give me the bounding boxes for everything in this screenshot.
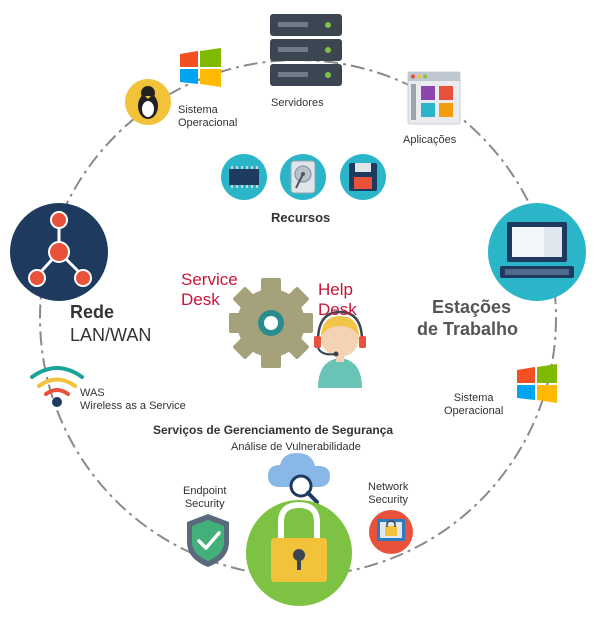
hard-drive-icon (280, 154, 326, 200)
workstations-line2: de Trabalho (417, 318, 519, 339)
wifi-icon (30, 366, 84, 407)
help-desk-line1: Help (318, 280, 353, 299)
help-desk-agent-icon (314, 310, 366, 388)
network-security-icon (369, 510, 413, 554)
endpoint-label-line1: Endpoint (183, 485, 227, 497)
workstation-computer-icon (488, 203, 586, 301)
workstations-label: Estações de Trabalho (417, 297, 518, 340)
network-sec-label-line2: Security (368, 494, 409, 507)
resources-label: Recursos (271, 210, 331, 225)
os-top-label-line1: Sistema (178, 104, 218, 116)
service-desk-label: Service Desk (181, 270, 238, 309)
network-security-label: Network Security (368, 481, 408, 507)
network-sec-label-line1: Network (368, 481, 409, 493)
network-lan-wan-icon (10, 203, 108, 301)
memory-chip-icon (221, 154, 267, 200)
applications-window-icon (407, 71, 461, 125)
service-desk-gear-icon (229, 278, 313, 368)
workstations-line1: Estações (432, 297, 512, 317)
os-right-label-line2: Operacional (444, 405, 504, 418)
os-right-label: Sistema Operacional (444, 392, 503, 418)
windows-logo-right-icon (517, 364, 557, 403)
was-label-line2: Wireless as a Service (80, 400, 186, 413)
was-label-line1: WAS (80, 387, 105, 399)
linux-penguin-icon (125, 79, 171, 125)
endpoint-security-shield-icon (187, 514, 229, 567)
network-title: Rede (70, 302, 115, 322)
security-services-title: Serviços de Gerenciamento de Segurança (153, 423, 394, 437)
windows-logo-top-icon (180, 48, 221, 87)
security-padlock-icon (246, 500, 352, 606)
help-desk-label: Help Desk (318, 280, 357, 319)
applications-label: Aplicações (403, 134, 457, 146)
endpoint-security-label: Endpoint Security (183, 485, 226, 511)
network-subtitle: LAN/WAN (70, 325, 152, 345)
servers-icon (270, 14, 342, 86)
help-desk-line2: Desk (318, 299, 357, 319)
servers-label: Servidores (271, 97, 324, 109)
vulnerability-analysis-label: Análise de Vulnerabilidade (231, 441, 361, 453)
floppy-disk-icon (340, 154, 386, 200)
os-right-label-line1: Sistema (453, 392, 494, 404)
service-desk-line2: Desk (181, 289, 220, 309)
endpoint-label-line2: Security (184, 498, 225, 511)
service-desk-line1: Service (181, 270, 238, 289)
os-top-label-line2: Operacional (178, 117, 238, 130)
os-top-label: Sistema Operacional (178, 104, 237, 130)
cloud-search-icon (268, 453, 330, 504)
was-label: WAS Wireless as a Service (80, 387, 186, 413)
